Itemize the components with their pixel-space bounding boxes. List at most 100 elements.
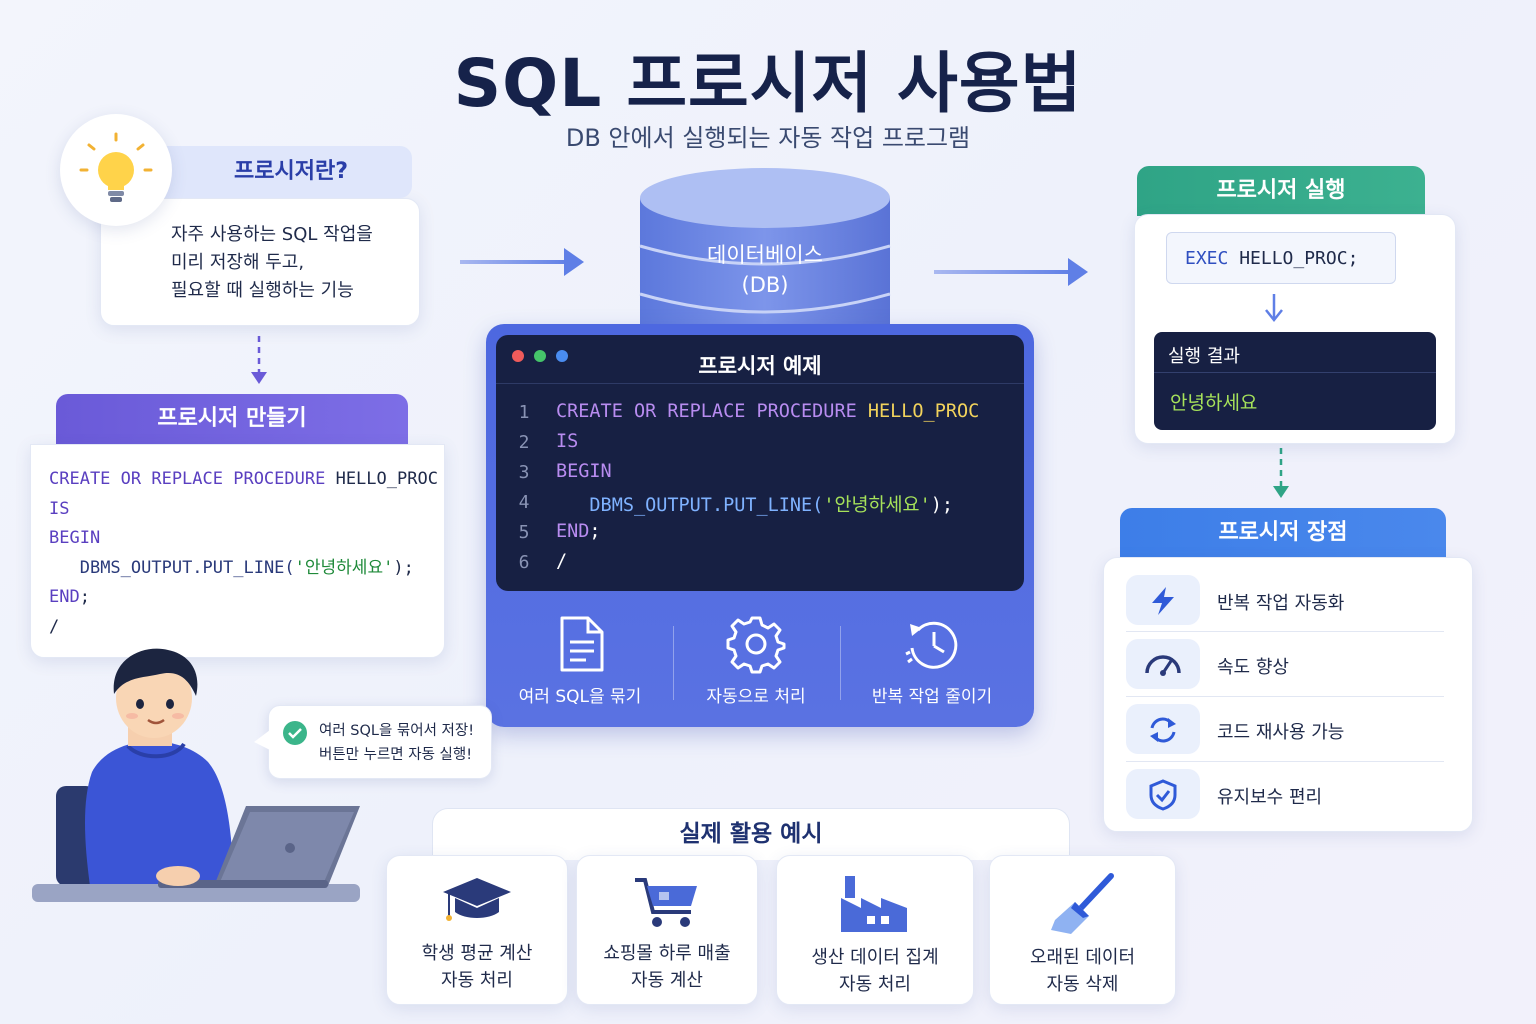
what-line: 자주 사용하는 SQL 작업을 [171,224,373,245]
bubble-line: 여러 SQL을 묶어서 저장! [319,723,475,739]
page-subtitle: DB 안에서 실행되는 자동 작업 프로그램 [565,124,971,152]
check-circle-icon [283,721,307,745]
what-line: 미리 저장해 두고, [171,252,305,273]
advantage-icon-box [1126,769,1200,819]
advantage-icon-box [1126,704,1200,754]
code-line: CREATE OR REPLACE PROCEDURE HELLO_PROC [49,465,444,495]
broom-icon [1050,873,1114,934]
feature-label: 여러 SQL을 묶기 [518,687,642,707]
result-label: 실행 결과 [1168,346,1240,367]
execute-procedure-heading: 프로시저 실행 [1137,166,1425,216]
result-box [1154,332,1436,430]
code-text: ; [589,521,601,542]
usage-label: 자동 처리 [839,974,911,995]
feature-bundle-sql: 여러 SQL을 묶기 [496,610,664,710]
code-text: HELLO_PROC; [1228,248,1359,269]
code-text: ); [393,557,414,578]
line-number: 2 [518,432,530,453]
advantage-label: 유지보수 편리 [1217,787,1323,808]
arrow-down-dashed-icon [251,336,267,384]
usage-label: 오래된 데이터 [1029,947,1136,968]
page-title: SQL 프로시저 사용법 [453,45,1083,122]
clock-refresh-icon [905,621,958,669]
feature-label: 반복 작업 줄이기 [871,687,993,707]
usage-card-old-data-delete: 오래된 데이터 자동 삭제 [989,855,1176,1005]
line-number: 5 [518,522,530,543]
code-line: END; [556,521,601,542]
code-text: HELLO_PROC [325,469,438,489]
usage-label: 자동 삭제 [1046,974,1119,995]
code-function: DBMS_OUTPUT.PUT_LINE( [79,557,295,578]
line-number: 3 [518,462,530,483]
result-value: 안녕하세요 [1170,392,1258,414]
divider [1154,372,1436,373]
code-line: / [556,551,568,572]
code-line: IS [556,431,578,452]
create-procedure-heading: 프로시저 만들기 [56,394,408,444]
lightbulb-badge [60,114,172,226]
code-window [496,335,1024,591]
code-indent [49,558,80,578]
usage-label: 학생 평균 계산 [421,943,533,964]
graduation-cap-icon [443,878,511,921]
line-number: 6 [518,552,530,573]
code-line: END; [49,583,444,613]
code-keyword: BEGIN [556,461,612,482]
feature-label: 자동으로 처리 [706,687,806,707]
divider [840,626,841,700]
code-line: CREATE OR REPLACE PROCEDURE HELLO_PROC [556,401,979,422]
code-string: '안녕하세요' [823,495,931,516]
line-number: 1 [518,402,530,423]
what-line: 필요할 때 실행하는 기능 [171,280,354,301]
window-minimize-dot [556,350,568,362]
code-keyword: BEGIN [49,528,101,548]
code-keyword: IS [556,431,579,452]
lightbulb-icon [79,132,153,202]
lightning-icon [1152,587,1174,615]
code-function: DBMS_OUTPUT.PUT_LINE( [589,495,824,516]
advantage-label: 속도 향상 [1217,657,1289,678]
usage-examples-heading: 실제 활용 예시 [432,808,1070,860]
database-label-line: (DB) [741,273,789,297]
code-text: / [49,616,60,637]
refresh-icon [1150,717,1176,743]
arrow-right-icon [460,248,584,276]
arrow-down-icon [1265,294,1283,323]
bubble-line: 버튼만 누르면 자동 실행! [319,747,473,763]
shield-check-icon [1149,779,1177,811]
code-line: / [49,613,444,643]
divider [673,626,674,700]
usage-card-shopping-sales: 쇼핑몰 하루 매출 자동 계산 [576,855,758,1005]
what-is-procedure-heading: 프로시저란? [150,146,412,198]
what-is-procedure-card: 자주 사용하는 SQL 작업을 미리 저장해 두고, 필요할 때 실행하는 기능 [100,198,420,326]
advantage-label: 코드 재사용 가능 [1217,722,1345,743]
code-keyword: IS [49,498,70,519]
advantages-heading: 프로시저 장점 [1120,508,1446,558]
code-keyword: CREATE OR REPLACE PROCEDURE [556,401,857,422]
code-line: DBMS_OUTPUT.PUT_LINE('안녕하세요'); [49,554,444,584]
code-text: ); [930,495,953,516]
gear-icon [726,616,786,674]
usage-card-production-data: 생산 데이터 집계 자동 처리 [776,855,974,1005]
code-indent [556,495,589,516]
code-line: DBMS_OUTPUT.PUT_LINE('안녕하세요'); [556,491,953,517]
code-string: '안녕하세요' [294,557,394,578]
feature-reduce-repetition: 반복 작업 줄이기 [848,610,1016,710]
divider [496,383,1024,384]
code-keyword: END [556,521,590,542]
database-label: 데이터베이스 (DB) [640,240,890,300]
divider [1126,631,1444,632]
usage-label: 자동 처리 [441,970,513,991]
factory-icon [841,876,907,932]
create-procedure-code: CREATE OR REPLACE PROCEDURE HELLO_PROC I… [30,444,445,658]
shopping-cart-icon [635,878,697,927]
usage-label: 생산 데이터 집계 [811,947,939,968]
code-keyword: CREATE OR REPLACE PROCEDURE [49,469,326,489]
feature-auto-process: 자동으로 처리 [672,610,840,710]
code-line: BEGIN [49,524,444,554]
code-keyword: END [49,587,80,607]
window-close-dot [512,350,524,362]
usage-card-student-average: 학생 평균 계산 자동 처리 [386,855,568,1005]
advantage-icon-box [1126,575,1200,625]
code-window-title: 프로시저 예제 [698,354,822,378]
